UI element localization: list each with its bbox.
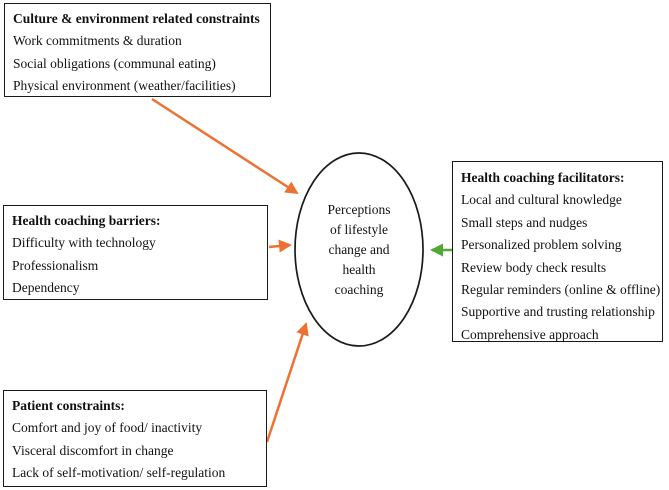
patient-constraints-item: Visceral discomfort in change [12,442,174,458]
center-ellipse [294,152,424,347]
patient-constraints-title: Patient constraints: [12,398,125,413]
ellipse-text-line: health [342,262,376,277]
coaching-facilitators-item: Regular reminders (online & offline) [461,282,661,298]
coaching-facilitators-item: Personalized problem solving [461,237,622,253]
coaching-barriers-item: Professionalism [12,257,99,273]
culture-constraints-item: Physical environment (weather/facilities… [13,78,236,94]
patient-constraints-item: Comfort and joy of food/ inactivity [12,420,203,436]
culture-constraints-item: Work commitments & duration [13,33,182,49]
culture-constraints-title: Culture & environment related constraint… [13,11,260,26]
arrow-culture-to-ellipse [151,97,299,195]
coaching-barriers-item: Dependency [12,280,80,296]
ellipse-text-line: Perceptions [327,202,391,217]
ellipse-text-line: coaching [334,282,384,297]
coaching-facilitators-item: Local and cultural knowledge [461,192,622,208]
arrow-patient-to-ellipse [265,322,309,443]
coaching-barriers-item: Difficulty with technology [12,235,156,251]
coaching-barriers-box: Health coaching barriers: Difficulty wit… [3,205,268,300]
coaching-facilitators-item: Comprehensive approach [461,326,599,342]
arrow-barriers-to-ellipse [268,239,292,253]
center-ellipse-label: Perceptions of lifestyle change and heal… [295,153,423,347]
culture-constraints-box: Culture & environment related constraint… [4,3,271,97]
patient-constraints-item: Lack of self-motivation/ self-regulation [12,465,226,481]
ellipse-text-line: change and [328,242,390,257]
coaching-facilitators-item: Small steps and nudges [461,214,588,230]
coaching-facilitators-item: Supportive and trusting relationship [461,304,655,320]
coaching-facilitators-title: Health coaching facilitators: [461,170,625,185]
coaching-facilitators-item: Review body check results [461,259,607,275]
culture-constraints-item: Social obligations (communal eating) [13,55,216,71]
patient-constraints-box: Patient constraints: Comfort and joy of … [3,390,267,487]
ellipse-text-line: of lifestyle [329,222,389,237]
coaching-barriers-title: Health coaching barriers: [12,213,161,228]
coaching-facilitators-box: Health coaching facilitators: Local and … [452,161,663,342]
